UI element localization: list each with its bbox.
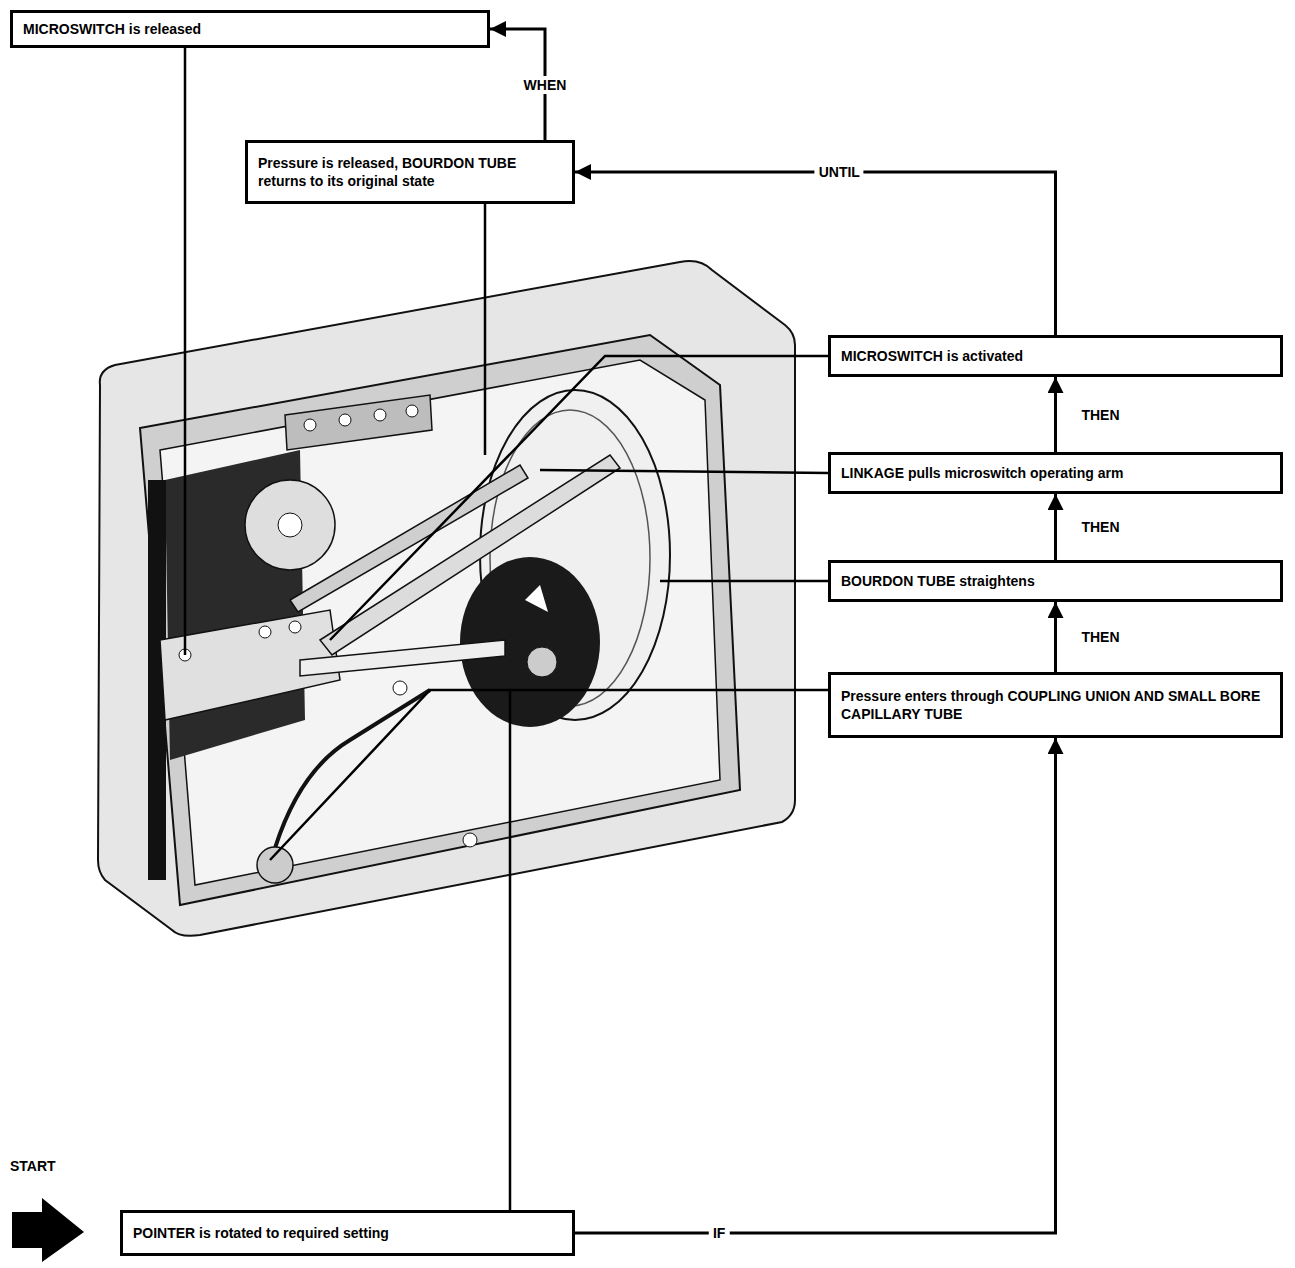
edge-label: WHEN [520,76,571,94]
screw [463,833,477,847]
leader-line [660,580,828,583]
leader-line [509,690,512,1210]
edge-label: THEN [1077,518,1123,536]
start-label: START [10,1158,56,1174]
flow-arrow [1054,377,1057,452]
step-text: POINTER is rotated to required setting [133,1224,562,1242]
screw [259,626,271,638]
screw [289,621,301,633]
adjuster-hub [278,513,302,537]
edge-label: UNTIL [815,163,864,181]
dial-hub [527,647,557,677]
linkage-bar [320,455,620,655]
leader-line [270,690,828,860]
flow-arrow [1054,494,1057,560]
step-text: BOURDON TUBE straightens [841,572,1270,590]
linkage-bar [290,465,528,612]
start-arrow [12,1198,84,1262]
terminal-strip [285,395,432,450]
step-box: BOURDON TUBE straightens [828,560,1283,602]
step-text: Pressure is released, BOURDON TUBE retur… [258,154,562,190]
leader-line [330,356,828,640]
step-box: Pressure is released, BOURDON TUBE retur… [245,140,575,204]
step-text: Pressure enters through COUPLING UNION A… [841,687,1270,723]
edge-label: IF [709,1224,729,1242]
step-box: POINTER is rotated to required setting [120,1210,575,1256]
pointer [525,585,548,612]
step-text: MICROSWITCH is released [23,20,477,38]
terminal-screw [339,414,351,426]
housing [98,261,795,936]
flow-arrow [575,738,1056,1233]
terminal-screw [304,419,316,431]
step-box: MICROSWITCH is released [10,10,490,48]
leader-line [184,46,187,655]
leader-line [540,470,828,473]
step-box: MICROSWITCH is activated [828,335,1283,377]
step-box: LINKAGE pulls microswitch operating arm [828,452,1283,494]
step-text: LINKAGE pulls microswitch operating arm [841,464,1270,482]
leader-line [484,204,487,455]
terminal-screw [374,409,386,421]
terminal-screw [406,405,418,417]
step-box: Pressure enters through COUPLING UNION A… [828,672,1283,738]
operating-arm [300,640,505,676]
edge-label: THEN [1077,406,1123,424]
coupling-union [257,847,293,883]
pivot [393,681,407,695]
edge-label: THEN [1077,628,1123,646]
housing-rim [140,335,740,905]
adjuster-wheel [245,480,335,570]
flow-arrow [1054,602,1057,672]
flow-arrow [575,172,1056,335]
step-text: MICROSWITCH is activated [841,347,1270,365]
housing-interior [160,360,720,885]
